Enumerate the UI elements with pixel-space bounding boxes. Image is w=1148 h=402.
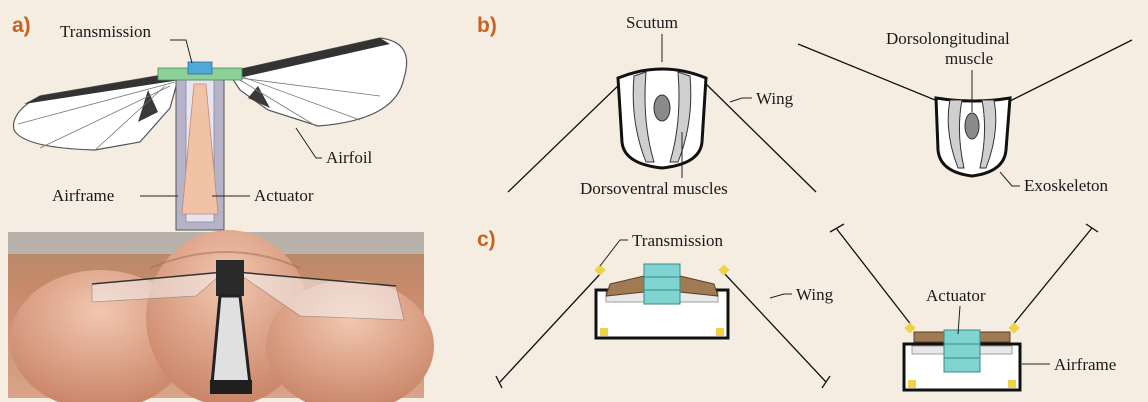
- label-wing-b: Wing: [756, 89, 794, 108]
- label-transmission-c: Transmission: [632, 231, 724, 250]
- label-actuator-c: Actuator: [926, 286, 986, 305]
- transmission-blue: [188, 62, 212, 74]
- insect-thorax-upstroke: [508, 69, 816, 192]
- label-airframe-c: Airframe: [1054, 355, 1116, 374]
- robobee-photo: [8, 230, 434, 402]
- label-dorsolongitudinal-2: muscle: [945, 49, 993, 68]
- right-wing: [228, 38, 407, 126]
- label-actuator-a: Actuator: [254, 186, 314, 205]
- label-dorsolongitudinal-1: Dorsolongitudinal: [886, 29, 1010, 48]
- label-airfoil: Airfoil: [326, 148, 373, 167]
- robot-cross-section-upstroke: [496, 264, 830, 388]
- label-scutum: Scutum: [626, 13, 678, 32]
- label-exoskeleton: Exoskeleton: [1024, 176, 1109, 195]
- label-transmission-a: Transmission: [60, 22, 152, 41]
- label-airframe-a: Airframe: [52, 186, 114, 205]
- label-dorsoventral: Dorsoventral muscles: [580, 179, 728, 198]
- label-wing-c: Wing: [796, 285, 834, 304]
